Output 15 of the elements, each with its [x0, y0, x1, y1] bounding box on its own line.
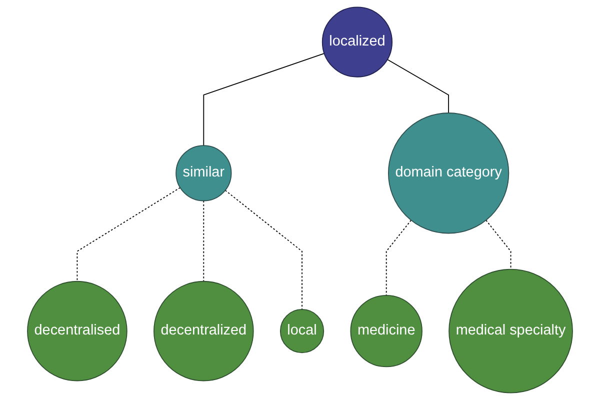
- node-circle: medical specialty: [448, 268, 573, 394]
- node-circle: decentralised: [27, 280, 128, 382]
- connector: [386, 59, 449, 114]
- connector: [486, 220, 512, 270]
- connector: [386, 220, 412, 296]
- node-circle: domain category: [388, 112, 510, 234]
- node-circle: localized: [322, 6, 393, 78]
- connector: [203, 52, 325, 146]
- connector: [76, 187, 181, 282]
- node-circle: local: [280, 309, 324, 354]
- node-circle: medicine: [350, 294, 422, 368]
- connector: [203, 200, 204, 282]
- node-circle: similar: [176, 145, 232, 202]
- node-circle: decentralized: [154, 280, 254, 382]
- connector: [224, 190, 302, 310]
